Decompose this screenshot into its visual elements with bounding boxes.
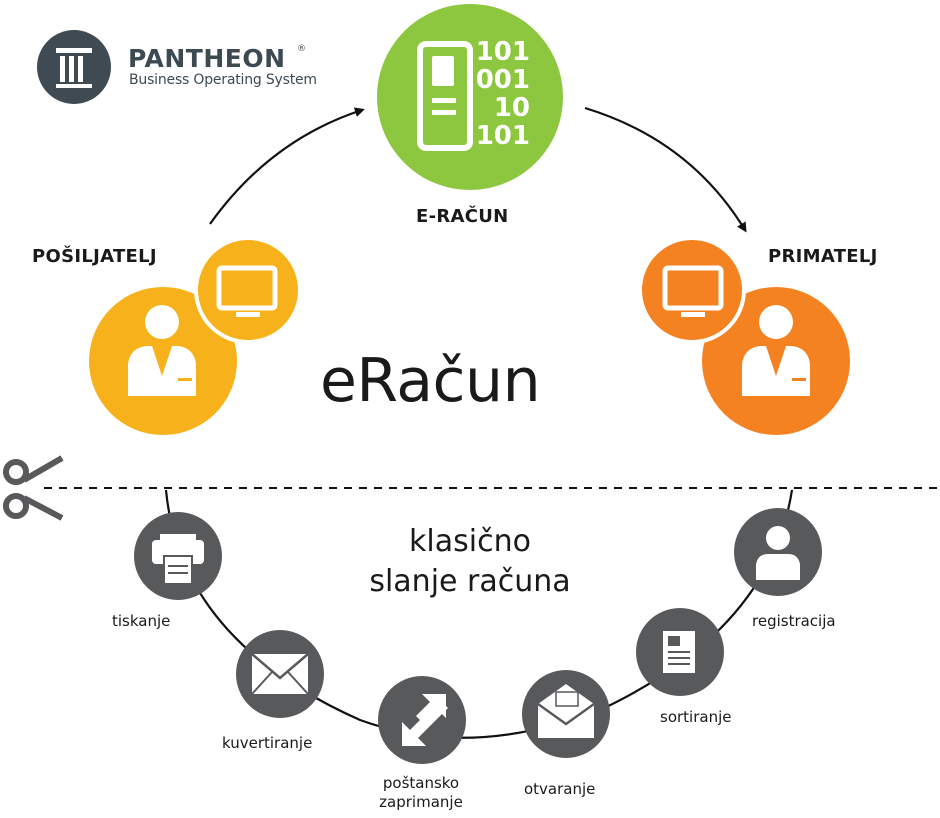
brand-tagline: Business Operating System: [129, 72, 317, 88]
eracun-label: E-RAČUN: [416, 206, 509, 227]
binary-line-3: 10: [493, 93, 530, 123]
step-label-sortiranje: sortiranje: [660, 708, 732, 726]
sender-label: POŠILJATELJ: [32, 246, 157, 267]
classic-title-line2: slanje računa: [369, 564, 571, 599]
binary-line-2: 001: [475, 65, 530, 95]
classic-process-arc: [164, 489, 794, 739]
scissors-icon: [3, 455, 64, 521]
step-tiskanje-icon-group: [134, 512, 222, 600]
pantheon-logo-icon: [37, 30, 111, 104]
sender-icon-group: [89, 236, 302, 435]
step-label-tiskanje: tiskanje: [112, 612, 171, 630]
brand-registered-mark: ®: [297, 44, 306, 54]
step-label-registracija: registracija: [752, 612, 836, 630]
step-label-kuvertiranje: kuvertiranje: [222, 734, 313, 752]
binary-line-1: 101: [475, 37, 530, 67]
binary-code-lines: 101 001 10 101: [470, 38, 530, 150]
step-sortiranje-icon-group: [636, 608, 724, 696]
brand-name: PANTHEON: [128, 44, 286, 73]
step-label-zaprimanje-line2: zaprimanje: [379, 793, 463, 811]
receiver-icon-group: [638, 236, 850, 435]
step-label-otvaranje: otvaranje: [524, 780, 596, 798]
step-label-zaprimanje-line1: poštansko: [382, 774, 460, 792]
binary-line-4: 101: [475, 121, 530, 151]
main-title: eRačun: [320, 346, 541, 416]
step-label-zaprimanje: poštansko zaprimanje: [372, 774, 470, 812]
arrow-eracun-to-receiver: [584, 106, 747, 233]
step-otvaranje-icon-group: [522, 670, 610, 758]
arrow-sender-to-eracun: [209, 107, 365, 225]
classic-title-line1: klasično: [409, 524, 531, 559]
step-kuvertiranje-icon-group: [236, 630, 324, 718]
classic-title: klasično slanje računa: [330, 522, 610, 602]
eracun-icon-group: [377, 4, 563, 190]
step-registracija-icon-group: [734, 508, 822, 596]
step-zaprimanje-icon-group: [378, 676, 466, 764]
receiver-label: PRIMATELJ: [768, 246, 878, 267]
